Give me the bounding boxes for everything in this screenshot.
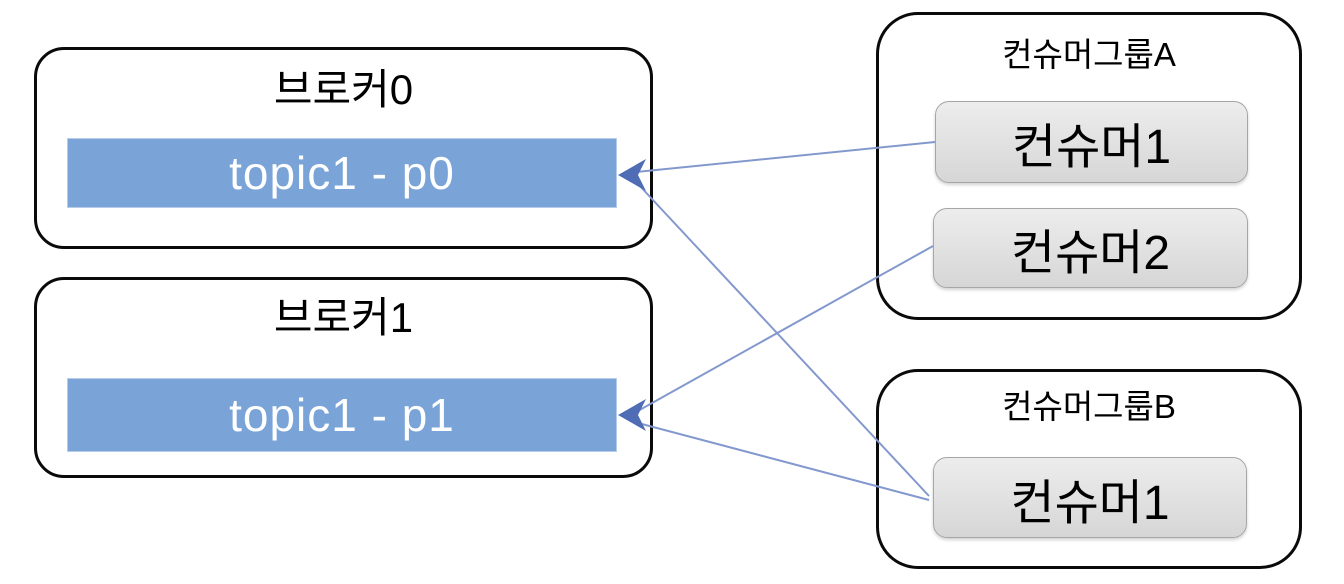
consumer-groupB-consumer1-label: 컨슈머1 bbox=[1010, 476, 1170, 530]
consumer-groupB-title: 컨슈머그룹B bbox=[1002, 388, 1176, 425]
consumer-groupA-consumer2: 컨슈머2 bbox=[933, 208, 1248, 288]
consumer-groupA-consumer1-label: 컨슈머1 bbox=[1011, 121, 1172, 174]
consumer-groupB-consumer1: 컨슈머1 bbox=[933, 457, 1247, 538]
consumer-groupA-consumer1: 컨슈머1 bbox=[935, 101, 1248, 183]
partition-topic1-p0-label: topic1 - p0 bbox=[229, 147, 455, 199]
consumer-groupA-title: 컨슈머그룹A bbox=[1002, 36, 1176, 73]
partition-topic1-p1-label: topic1 - p1 bbox=[229, 389, 455, 441]
partition-topic1-p0: topic1 - p0 bbox=[67, 138, 617, 208]
broker0-title: 브로커0 bbox=[273, 66, 414, 113]
broker1-title: 브로커1 bbox=[273, 294, 414, 341]
consumer-groupA-consumer2-label: 컨슈머2 bbox=[1010, 227, 1171, 280]
partition-topic1-p1: topic1 - p1 bbox=[67, 378, 617, 452]
